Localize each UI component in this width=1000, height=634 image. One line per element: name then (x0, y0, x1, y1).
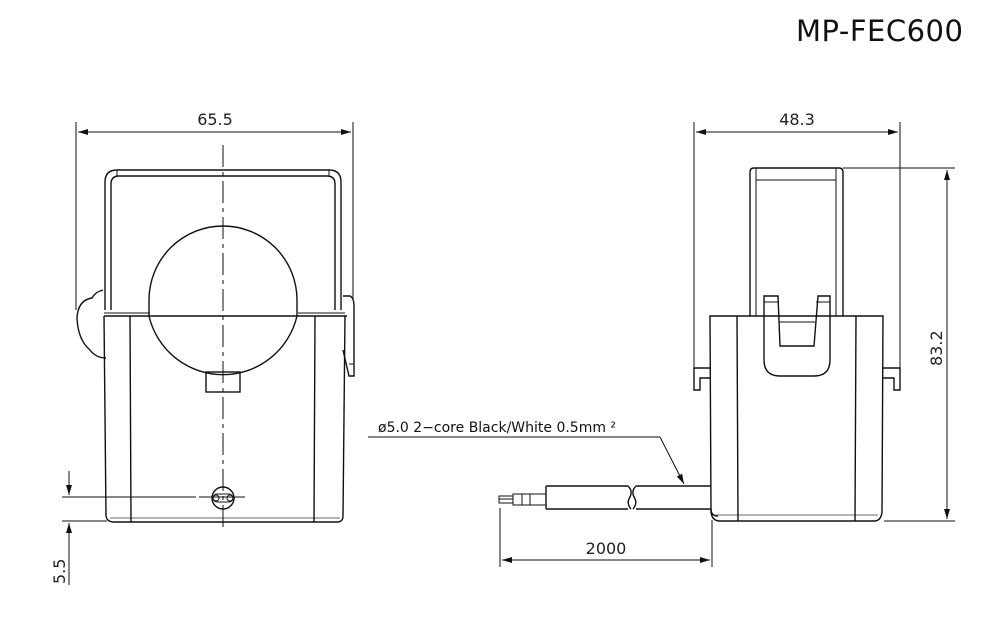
screw (199, 486, 245, 510)
height-label: 83.2 (927, 330, 946, 366)
side-body (709, 315, 884, 522)
offset-dimension: 5.5 (50, 471, 196, 585)
offset-label: 5.5 (50, 559, 69, 584)
side-latch-clip (763, 295, 831, 377)
cable-length-label: 2000 (586, 539, 627, 558)
front-view: 65.5 (50, 110, 355, 585)
main-body (103, 312, 347, 523)
front-width-dimension: 65.5 (75, 110, 354, 310)
side-view: 48.3 83.2 (693, 110, 955, 522)
right-side-tab (883, 367, 901, 391)
height-dimension: 83.2 (843, 167, 955, 522)
right-latch (342, 295, 355, 377)
cable-length-dimension: 2000 (499, 508, 713, 567)
left-latch (76, 289, 107, 359)
cable-spec-label: ø5.0 2−core Black/White 0.5mm ² (378, 420, 616, 436)
side-width-dimension: 48.3 (693, 110, 901, 368)
model-title: MP-FEC600 (796, 14, 964, 48)
cable-aperture (148, 225, 298, 376)
cable: ø5.0 2−core Black/White 0.5mm ² 2000 (368, 420, 719, 567)
side-upper-jaw (749, 167, 844, 316)
front-width-label: 65.5 (197, 110, 233, 129)
left-side-tab (693, 367, 711, 391)
side-width-label: 48.3 (779, 110, 815, 129)
leader-line (659, 436, 685, 485)
